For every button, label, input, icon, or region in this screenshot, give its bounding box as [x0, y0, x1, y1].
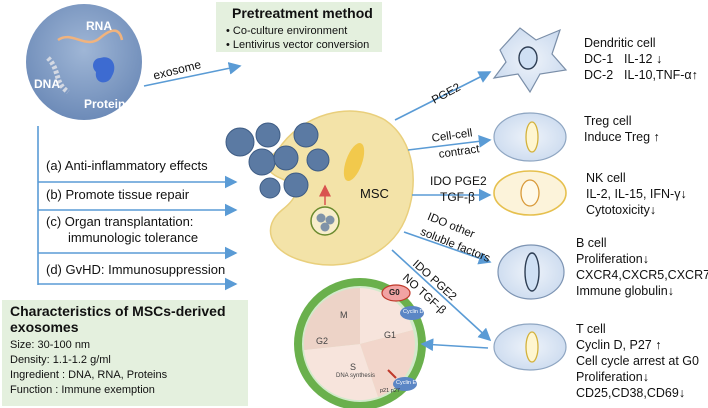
effect-d-label: (d) GvHD: Immunosuppression — [46, 262, 226, 277]
pretreatment-box: Pretreatment method • Co-culture environ… — [216, 2, 382, 52]
nk-line2: Cytotoxicity↓ — [586, 203, 657, 217]
treg-line1: Induce Treg ↑ — [584, 130, 660, 144]
tcell-line1: Cyclin D, P27 ↑ — [576, 338, 662, 352]
pretreatment-item-2: • Lentivirus vector conversion — [226, 39, 370, 51]
nk-line1: IL-2, IL-15, IFN-γ↓ — [586, 187, 687, 201]
up-arrow-icon: ↑ — [655, 338, 662, 352]
cycle-g0-label: G0 — [389, 288, 400, 297]
characteristics-ingredient: Ingredient : DNA, RNA, Proteins — [10, 369, 168, 381]
characteristics-size: Size: 30-100 nm — [10, 339, 91, 351]
dna-label: DNA — [34, 77, 60, 91]
dc2-value: IL-10,TNF-α↑ — [624, 68, 698, 82]
arrow-ido-pge2-label: IDO PGE2 — [430, 174, 487, 188]
msc-label: MSC — [360, 186, 389, 201]
pretreatment-title: Pretreatment method — [232, 5, 373, 21]
tcell-name: T cell — [576, 322, 606, 336]
bcell-line2: CXCR4,CXCR5,CXCR7↓ — [576, 268, 708, 282]
bcell-line3: Immune globulin↓ — [576, 284, 674, 298]
characteristics-title-2: exosomes — [10, 319, 79, 335]
down-arrow-icon: ↓ — [649, 203, 657, 217]
up-arrow-icon: ↑ — [691, 68, 698, 82]
cycle-m-label: M — [340, 310, 348, 320]
dendritic-cell-shape — [492, 27, 568, 94]
nk-cell-shape — [493, 170, 567, 216]
exosome-content-circle — [26, 4, 142, 120]
characteristics-box: Characteristics of MSCs-derived exosomes… — [2, 300, 248, 406]
characteristics-density: Density: 1.1-1.2 g/ml — [10, 354, 111, 366]
bcell-name: B cell — [576, 236, 607, 250]
tcell-line3: Proliferation↓ — [576, 370, 649, 384]
characteristics-function: Function : Immune exemption — [10, 384, 155, 396]
effect-c-label-line2: immunologic tolerance — [68, 230, 199, 245]
cycle-cyclin-e-label: Cyclin E — [396, 380, 417, 386]
cycle-dna-synthesis-label: DNA synthesis — [336, 373, 376, 379]
dendritic-name: Dendritic cell — [584, 36, 656, 50]
characteristics-title-1: Characteristics of MSCs-derived — [10, 303, 226, 319]
rna-label: RNA — [86, 19, 112, 33]
pretreatment-item-1: • Co-culture environment — [226, 25, 348, 37]
effect-a-label: (a) Anti-inflammatory effects — [46, 158, 208, 173]
t-cell-shape — [493, 323, 567, 371]
dc1-value: IL-12 ↓ — [624, 52, 663, 66]
dc2-label: DC-2 — [584, 68, 614, 82]
down-arrow-icon: ↓ — [642, 252, 649, 266]
down-arrow-icon: ↓ — [680, 187, 687, 201]
up-arrow-icon: ↑ — [653, 130, 660, 144]
cycle-g2-label: G2 — [316, 336, 329, 346]
tcell-line4: CD25,CD38,CD69↓ — [576, 386, 686, 400]
cycle-p21-p27-label: p21 p27 — [380, 388, 400, 394]
down-arrow-icon: ↓ — [655, 52, 663, 66]
down-arrow-icon: ↓ — [642, 370, 649, 384]
exosome-cluster — [225, 122, 330, 199]
bcell-line1: Proliferation↓ — [576, 252, 649, 266]
b-cell-shape — [497, 244, 565, 300]
cycle-g1-label: G1 — [384, 330, 397, 340]
cell-cycle-wheel — [294, 278, 426, 408]
tcell-line2: Cell cycle arrest at G0 — [576, 354, 699, 368]
treg-name: Treg cell — [584, 114, 632, 128]
cycle-s-label: S — [350, 362, 357, 372]
cycle-cyclin-d-label: Cyclin D — [403, 309, 424, 315]
down-arrow-icon: ↓ — [678, 386, 686, 400]
dc1-label: DC-1 — [584, 52, 614, 66]
arrow-tgf-label: TGF-β — [440, 190, 475, 204]
effect-c-label-line1: (c) Organ transplantation: — [46, 214, 194, 229]
nk-name: NK cell — [586, 171, 626, 185]
down-arrow-icon: ↓ — [667, 284, 674, 298]
effect-b-label: (b) Promote tissue repair — [46, 187, 190, 202]
treg-cell-shape — [493, 112, 567, 162]
proteins-label: Proteins — [84, 97, 133, 111]
